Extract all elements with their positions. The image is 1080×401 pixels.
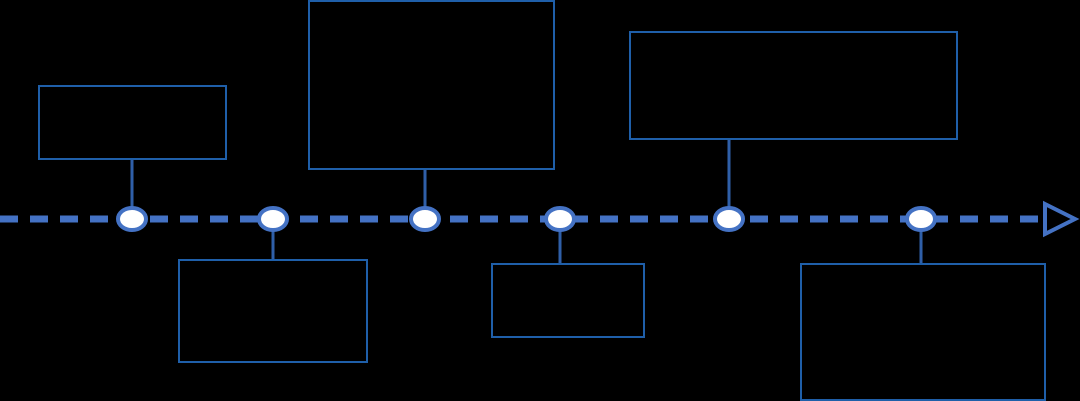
timeline-marker-3[interactable] [544, 206, 576, 232]
callout-bottom-left-label [180, 261, 366, 361]
callout-bottom-center-label [493, 265, 643, 336]
callout-top-center[interactable] [308, 0, 555, 170]
timeline-marker-0[interactable] [116, 206, 148, 232]
callout-top-right-label [631, 33, 956, 138]
callout-top-right[interactable] [629, 31, 958, 140]
callout-bottom-right[interactable] [800, 263, 1046, 401]
timeline-marker-5[interactable] [905, 206, 937, 232]
callout-bottom-left[interactable] [178, 259, 368, 363]
callout-bottom-right-label [802, 265, 1044, 399]
timeline-marker-2[interactable] [409, 206, 441, 232]
callout-bottom-center[interactable] [491, 263, 645, 338]
timeline-marker-4[interactable] [713, 206, 745, 232]
callout-top-left-label [40, 87, 225, 158]
callout-top-center-label [310, 2, 553, 168]
callout-top-left[interactable] [38, 85, 227, 160]
timeline-arrow-icon [1043, 200, 1080, 238]
timeline-marker-1[interactable] [257, 206, 289, 232]
